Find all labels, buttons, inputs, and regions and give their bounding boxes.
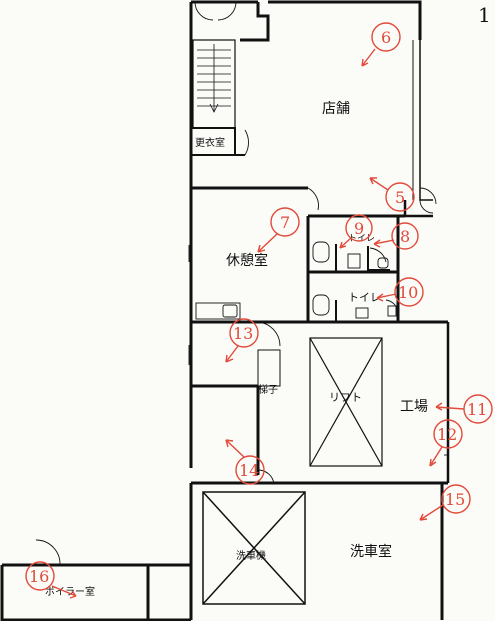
label-toilet-2: トイレ [348,291,381,304]
marker-10: 10 [376,277,424,307]
label-car-wash-room: 洗車室 [350,543,392,560]
label-changing: 更衣室 [195,136,225,149]
label-store: 店舗 [322,101,350,117]
svg-text:8: 8 [400,227,410,246]
label-car-wash-machine: 洗車機 [236,549,266,562]
svg-text:13: 13 [233,324,253,343]
svg-text:7: 7 [280,213,290,232]
marker-15: 15 [419,484,471,521]
marker-7: 7 [257,207,300,253]
label-break-room: 休憩室 [226,252,268,269]
fixtures [188,241,448,456]
marker-16: 16 [25,561,77,599]
marker-13: 13 [225,318,259,363]
photo-markers: 6 5 7 9 8 10 13 [25,22,493,599]
marker-6: 6 [361,22,401,67]
label-factory: 工場 [400,399,428,415]
marker-12: 12 [429,419,463,467]
marker-11: 11 [435,394,493,424]
lift-box [309,337,383,467]
marker-8: 8 [373,222,419,250]
marker-9: 9 [339,214,373,249]
page-number: 1 [478,3,491,27]
car-wash-machine-box [202,491,306,605]
staircase [197,44,231,113]
door-swings [35,1,437,566]
svg-text:9: 9 [354,219,364,238]
svg-text:5: 5 [395,188,405,207]
label-lift: リフト [329,391,362,404]
svg-text:11: 11 [467,400,487,419]
svg-text:15: 15 [445,490,465,509]
label-toilet-1: トイレ [348,234,375,244]
svg-text:6: 6 [381,28,391,47]
svg-text:14: 14 [239,461,259,480]
label-ladder: 梯子 [258,383,278,396]
svg-text:16: 16 [29,567,49,586]
marker-14: 14 [225,439,265,485]
marker-5: 5 [369,177,415,212]
svg-text:12: 12 [437,425,457,444]
svg-text:10: 10 [398,283,418,302]
walls [0,0,450,621]
room-labels: 店舗 更衣室 休憩室 トイレ トイレ リフト 梯子 工場 洗車機 洗車室 ボイラ… [45,101,428,598]
